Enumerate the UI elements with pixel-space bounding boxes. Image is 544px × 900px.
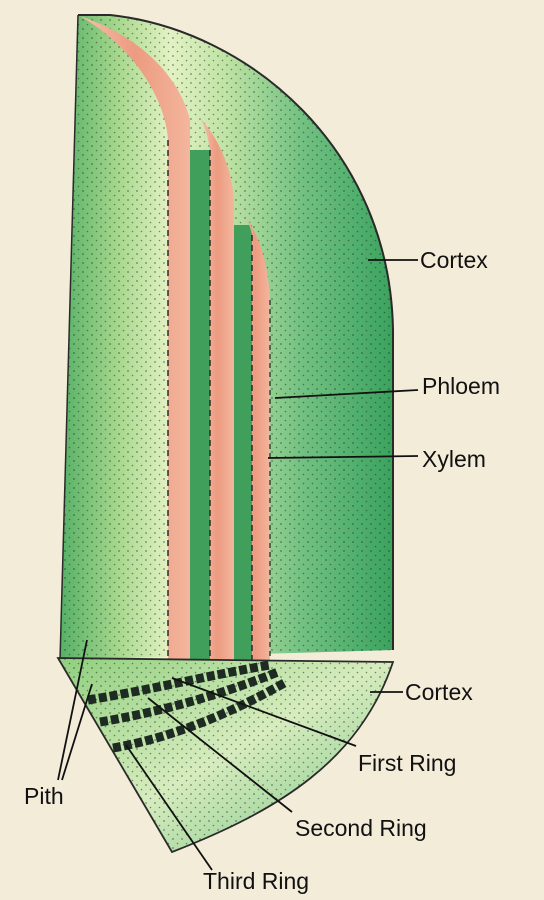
strand-middle-green [234,225,252,662]
label-pith: Pith [24,783,64,809]
label-first-ring: First Ring [358,750,456,776]
label-cortex-lower: Cortex [405,679,473,705]
label-phloem: Phloem [422,373,500,399]
label-cortex-upper: Cortex [420,247,488,273]
label-third-ring: Third Ring [203,868,309,894]
strand-outer-green [190,150,210,660]
label-second-ring: Second Ring [295,815,427,841]
label-xylem: Xylem [422,446,486,472]
leader-pith-2 [62,684,92,780]
